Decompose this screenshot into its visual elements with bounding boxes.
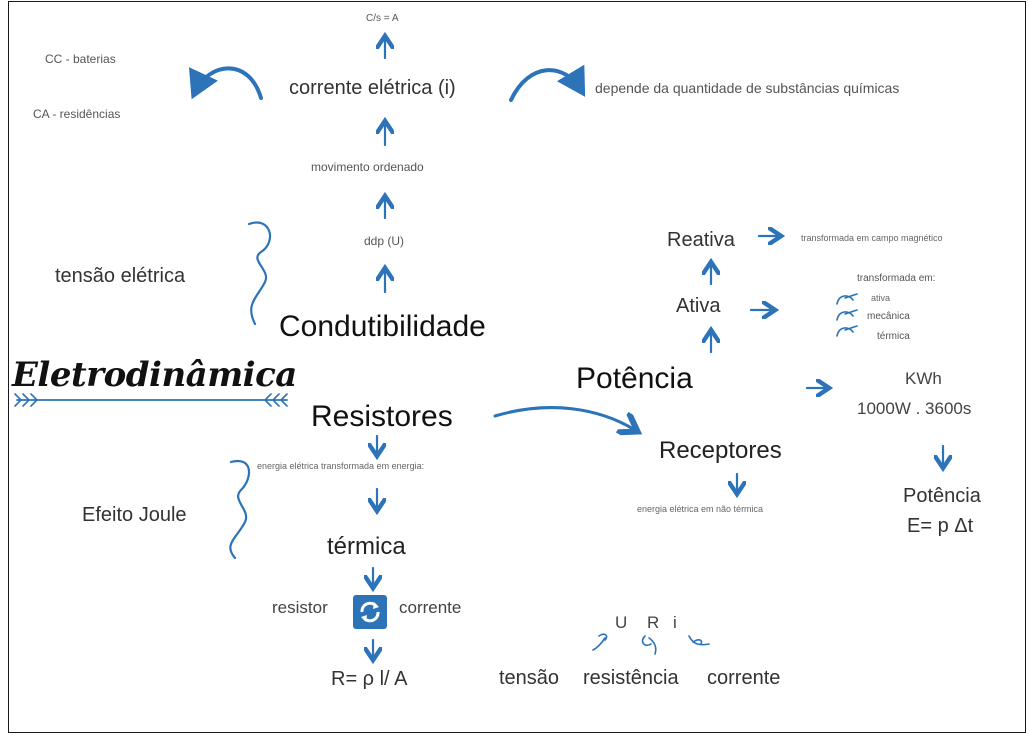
tensao-text: tensão — [499, 667, 560, 689]
connector-layer — [14, 2, 1026, 733]
curly-arrow-icon — [836, 325, 858, 337]
ddp-text: ddp (U) — [364, 234, 405, 248]
chevron-arrow-icon — [14, 393, 39, 407]
e-formula-text: E= p Δt — [907, 515, 974, 537]
main-title: Eletrodinâmica — [12, 355, 297, 395]
resistor-text: resistor — [272, 598, 328, 617]
termica-node: térmica — [327, 533, 406, 560]
uri-r-text: R — [647, 613, 660, 632]
resistencia-text: resistência — [583, 667, 679, 689]
ativa-node: Ativa — [676, 295, 721, 317]
curly-arrow-icon — [641, 635, 657, 655]
uri-u-text: U — [615, 613, 628, 632]
ativo-text: ativa — [871, 293, 891, 303]
termica-small-text: térmica — [877, 331, 910, 342]
brace-icon — [247, 221, 271, 326]
energia-transformada-text: energia elétrica transformada em energia… — [257, 461, 425, 471]
depende-text: depende da quantidade de substâncias quí… — [595, 80, 900, 96]
ca-residencias-text: CA - residências — [33, 107, 121, 121]
chevron-arrow-icon — [263, 393, 288, 407]
cs-eq-a-text: C/s = A — [366, 13, 399, 24]
curly-arrow-icon — [836, 293, 858, 305]
tensao-eletrica-text: tensão elétrica — [55, 265, 186, 287]
curved-arrow-icon — [509, 64, 586, 102]
transformada-em-text: transformada em: — [857, 273, 936, 284]
condutibilidade-node: Condutibilidade — [279, 310, 486, 343]
corrente-2-text: corrente — [707, 667, 781, 689]
mind-map-canvas: C/s = A CC - baterias CA - residências c… — [8, 1, 1026, 733]
reativa-node: Reativa — [667, 229, 735, 251]
energia-nao-termica-text: energia elétrica em não térmica — [637, 504, 764, 514]
potencia-node: Potência — [576, 362, 693, 395]
curly-arrow-icon — [592, 633, 608, 651]
receptores-node: Receptores — [659, 437, 782, 464]
potencia-2-text: Potência — [903, 485, 981, 507]
campo-magnetico-text: transformada em campo magnético — [801, 233, 943, 243]
curly-arrow-icon — [688, 635, 710, 646]
kwh-text: KWh — [905, 369, 942, 388]
cc-baterias-text: CC - baterias — [45, 52, 116, 66]
movimento-ordenado-text: movimento ordenado — [311, 160, 424, 174]
brace-icon — [229, 459, 251, 560]
r-formula-text: R= ρ l/ A — [331, 668, 408, 690]
efeito-joule-text: Efeito Joule — [82, 504, 187, 526]
uri-i-text: i — [673, 613, 677, 632]
curved-arrow-icon — [493, 406, 635, 430]
refresh-icon — [353, 595, 387, 629]
corrente-text: corrente — [399, 598, 462, 617]
resistores-node: Resistores — [311, 400, 453, 433]
curved-arrow-icon — [188, 66, 263, 100]
corrente-eletrica-node: corrente elétrica (i) — [289, 77, 456, 99]
kwh-calc-text: 1000W . 3600s — [857, 399, 972, 418]
mecanica-text: mecânica — [867, 311, 910, 322]
curly-arrow-icon — [836, 309, 858, 321]
